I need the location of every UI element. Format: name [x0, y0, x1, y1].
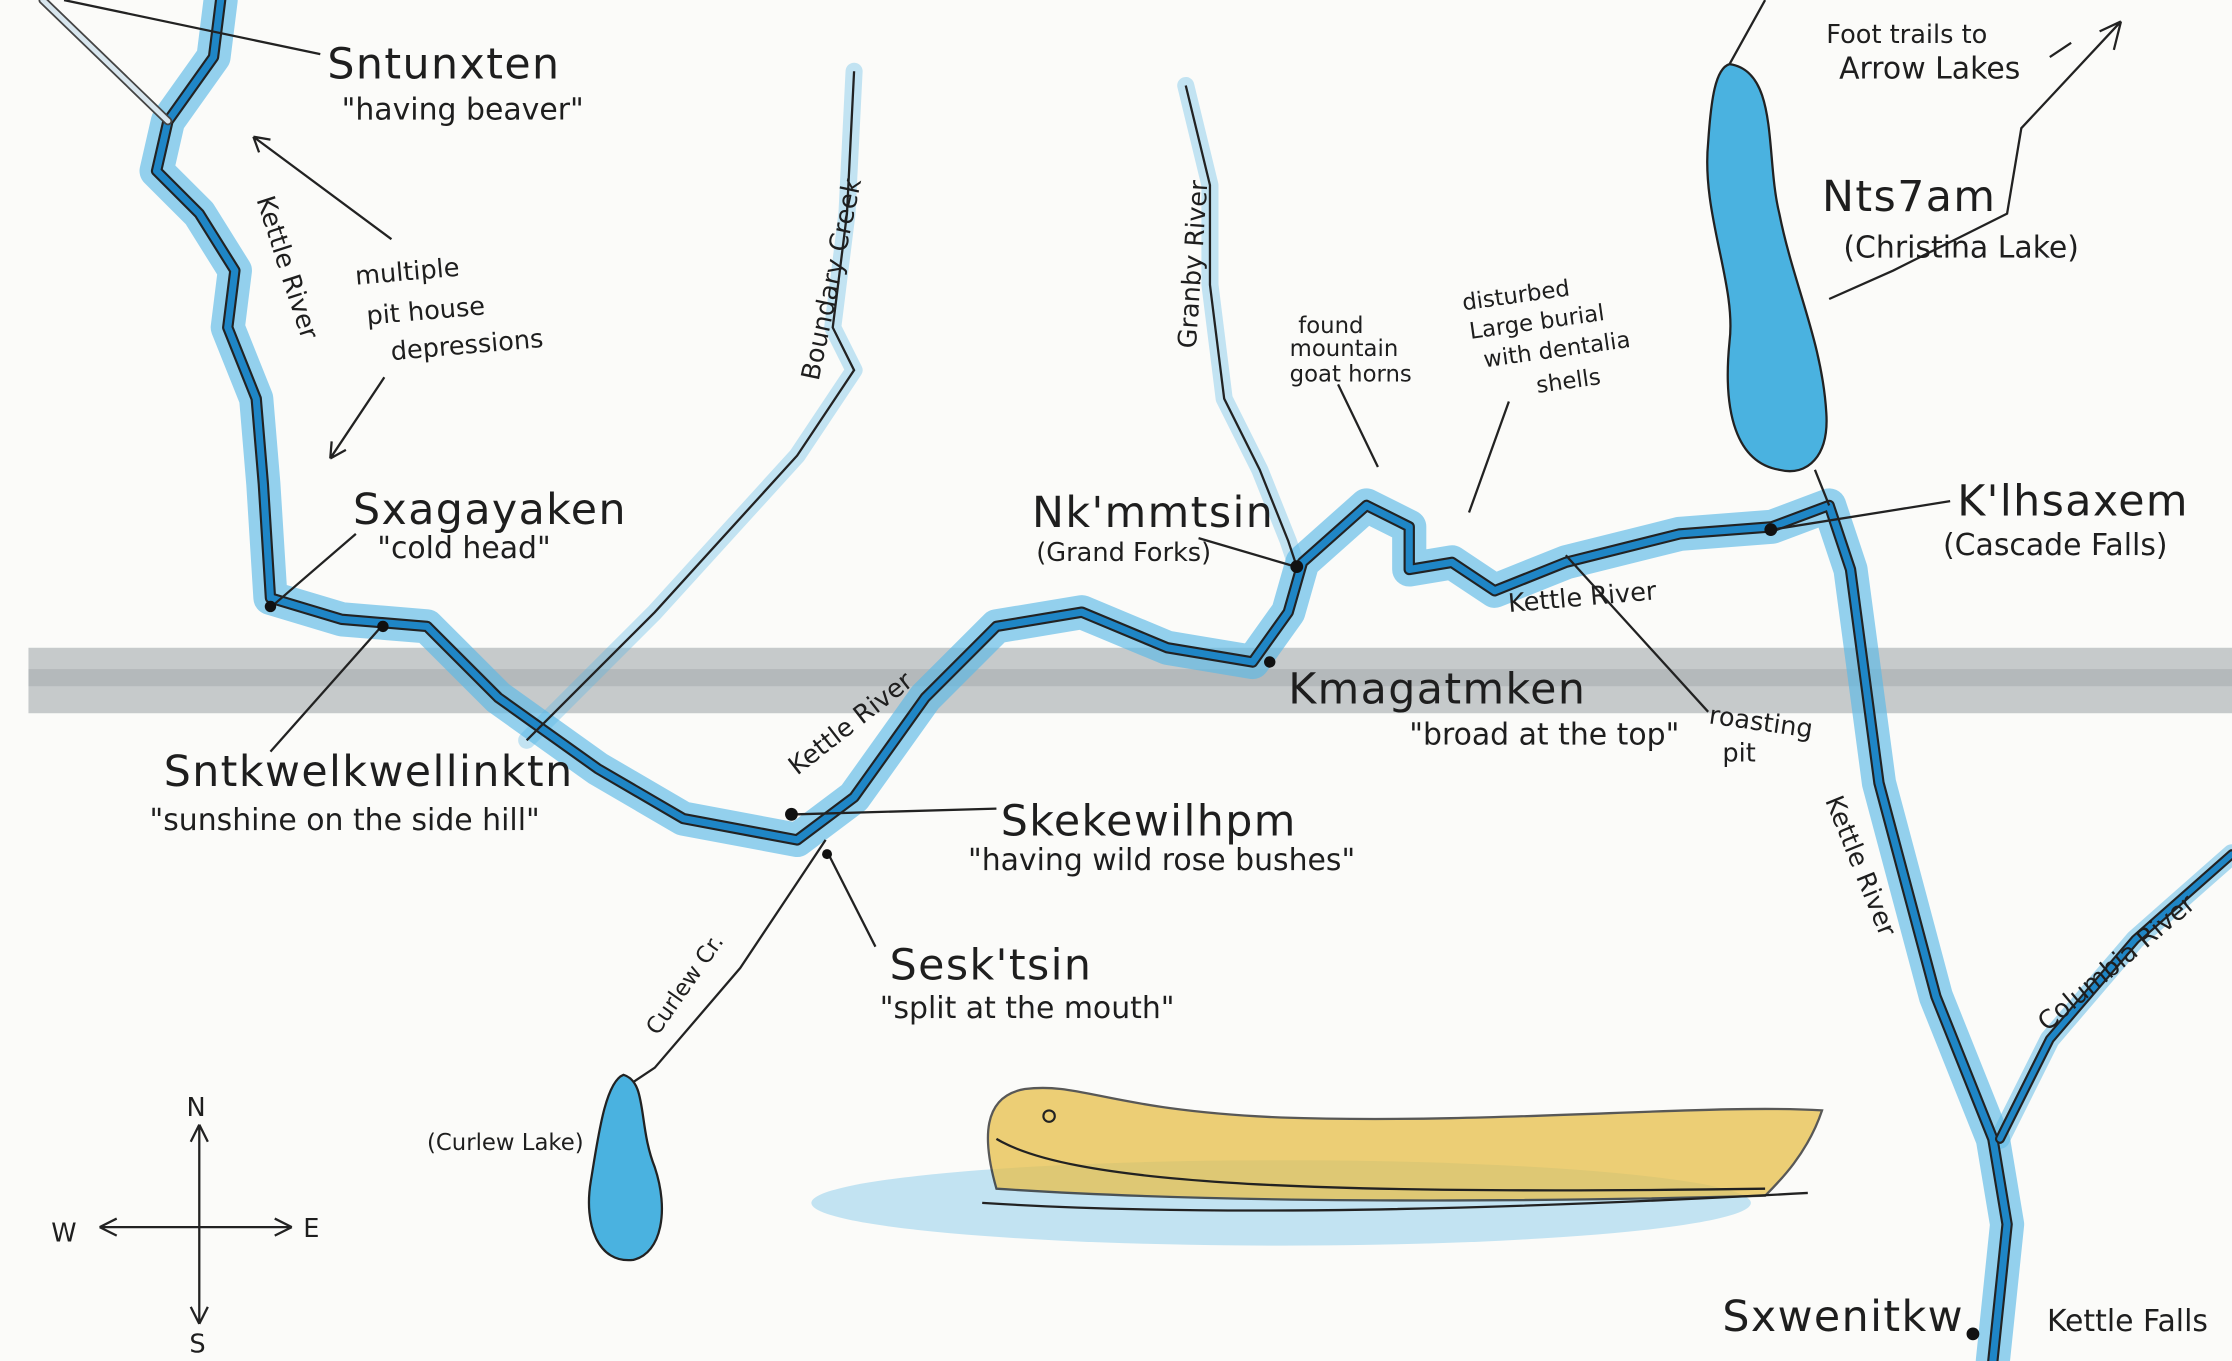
place-name: Nts7am	[1822, 172, 1996, 222]
place-name: Sntunxten	[327, 39, 560, 89]
place-name: Sxwenitkw	[1722, 1292, 1964, 1342]
place-meaning: "cold head"	[377, 531, 551, 566]
canoe-drawing	[982, 1086, 1824, 1212]
place-meaning: (Grand Forks)	[1036, 538, 1211, 568]
compass-north: N	[186, 1093, 205, 1123]
curlew-creek	[632, 839, 827, 1083]
place-name: Sntkwelkwellinktn	[164, 747, 574, 797]
place-meaning: "having beaver"	[342, 93, 584, 128]
compass-south: S	[189, 1329, 205, 1359]
compass-east: E	[303, 1214, 319, 1244]
site-markers	[264, 523, 1980, 1341]
place-name: Nk'mmtsin	[1032, 488, 1274, 538]
compass-west: W	[51, 1218, 76, 1248]
site-dot-kmagatmken	[1264, 656, 1276, 668]
note-goat-horns: found	[1298, 313, 1363, 339]
site-dot-skekewilhpm	[785, 807, 798, 821]
place-meaning: "broad at the top"	[1409, 718, 1679, 753]
site-dot-nkmmtsin	[1290, 560, 1304, 574]
annotations: multiple pit house depressions found mou…	[354, 20, 2020, 769]
place-name: Skekewilhpm	[1001, 797, 1297, 847]
place-name: K'lhsaxem	[1957, 476, 2189, 526]
place-meaning: "having wild rose bushes"	[968, 843, 1355, 878]
note-goat-horns: mountain	[1290, 336, 1399, 362]
site-dot-klhsaxem	[1764, 523, 1778, 537]
boundary-creek	[525, 71, 856, 742]
place-meaning: "sunshine on the side hill"	[149, 803, 539, 838]
site-dot-sxwenitkw	[1966, 1327, 1980, 1341]
place-meaning: (Christina Lake)	[1843, 231, 2079, 266]
site-dot-sesktsin	[822, 849, 833, 860]
place-meaning: "split at the mouth"	[880, 991, 1175, 1026]
place-labels: Sntunxten "having beaver" Sxagayaken "co…	[149, 39, 2189, 1342]
rivers	[38, 0, 2232, 1361]
granby-river	[1184, 85, 1297, 563]
christina-lake	[1707, 64, 1827, 472]
border-band-shade	[28, 669, 2232, 687]
note-roasting-pit: pit	[1722, 739, 1755, 769]
compass-rose: N S E W	[51, 1093, 319, 1359]
note-goat-horns: goat horns	[1290, 362, 1412, 388]
waterway-label: Kettle Falls	[2047, 1304, 2208, 1339]
note-foot-trails: Foot trails to	[1826, 20, 1987, 50]
place-name: Sxagayaken	[353, 485, 627, 535]
place-name: Sesk'tsin	[890, 940, 1093, 990]
columbia-river	[1997, 851, 2232, 1142]
site-dot-sntkwelkwellinktn	[377, 620, 389, 633]
leader-lines	[63, 0, 2123, 948]
place-meaning: (Cascade Falls)	[1943, 528, 2168, 563]
note-foot-trails: Arrow Lakes	[1839, 51, 2020, 86]
place-name: Kmagatmken	[1288, 664, 1586, 714]
waterway-label: (Curlew Lake)	[427, 1130, 584, 1156]
site-dot-sxagayaken	[264, 600, 277, 613]
